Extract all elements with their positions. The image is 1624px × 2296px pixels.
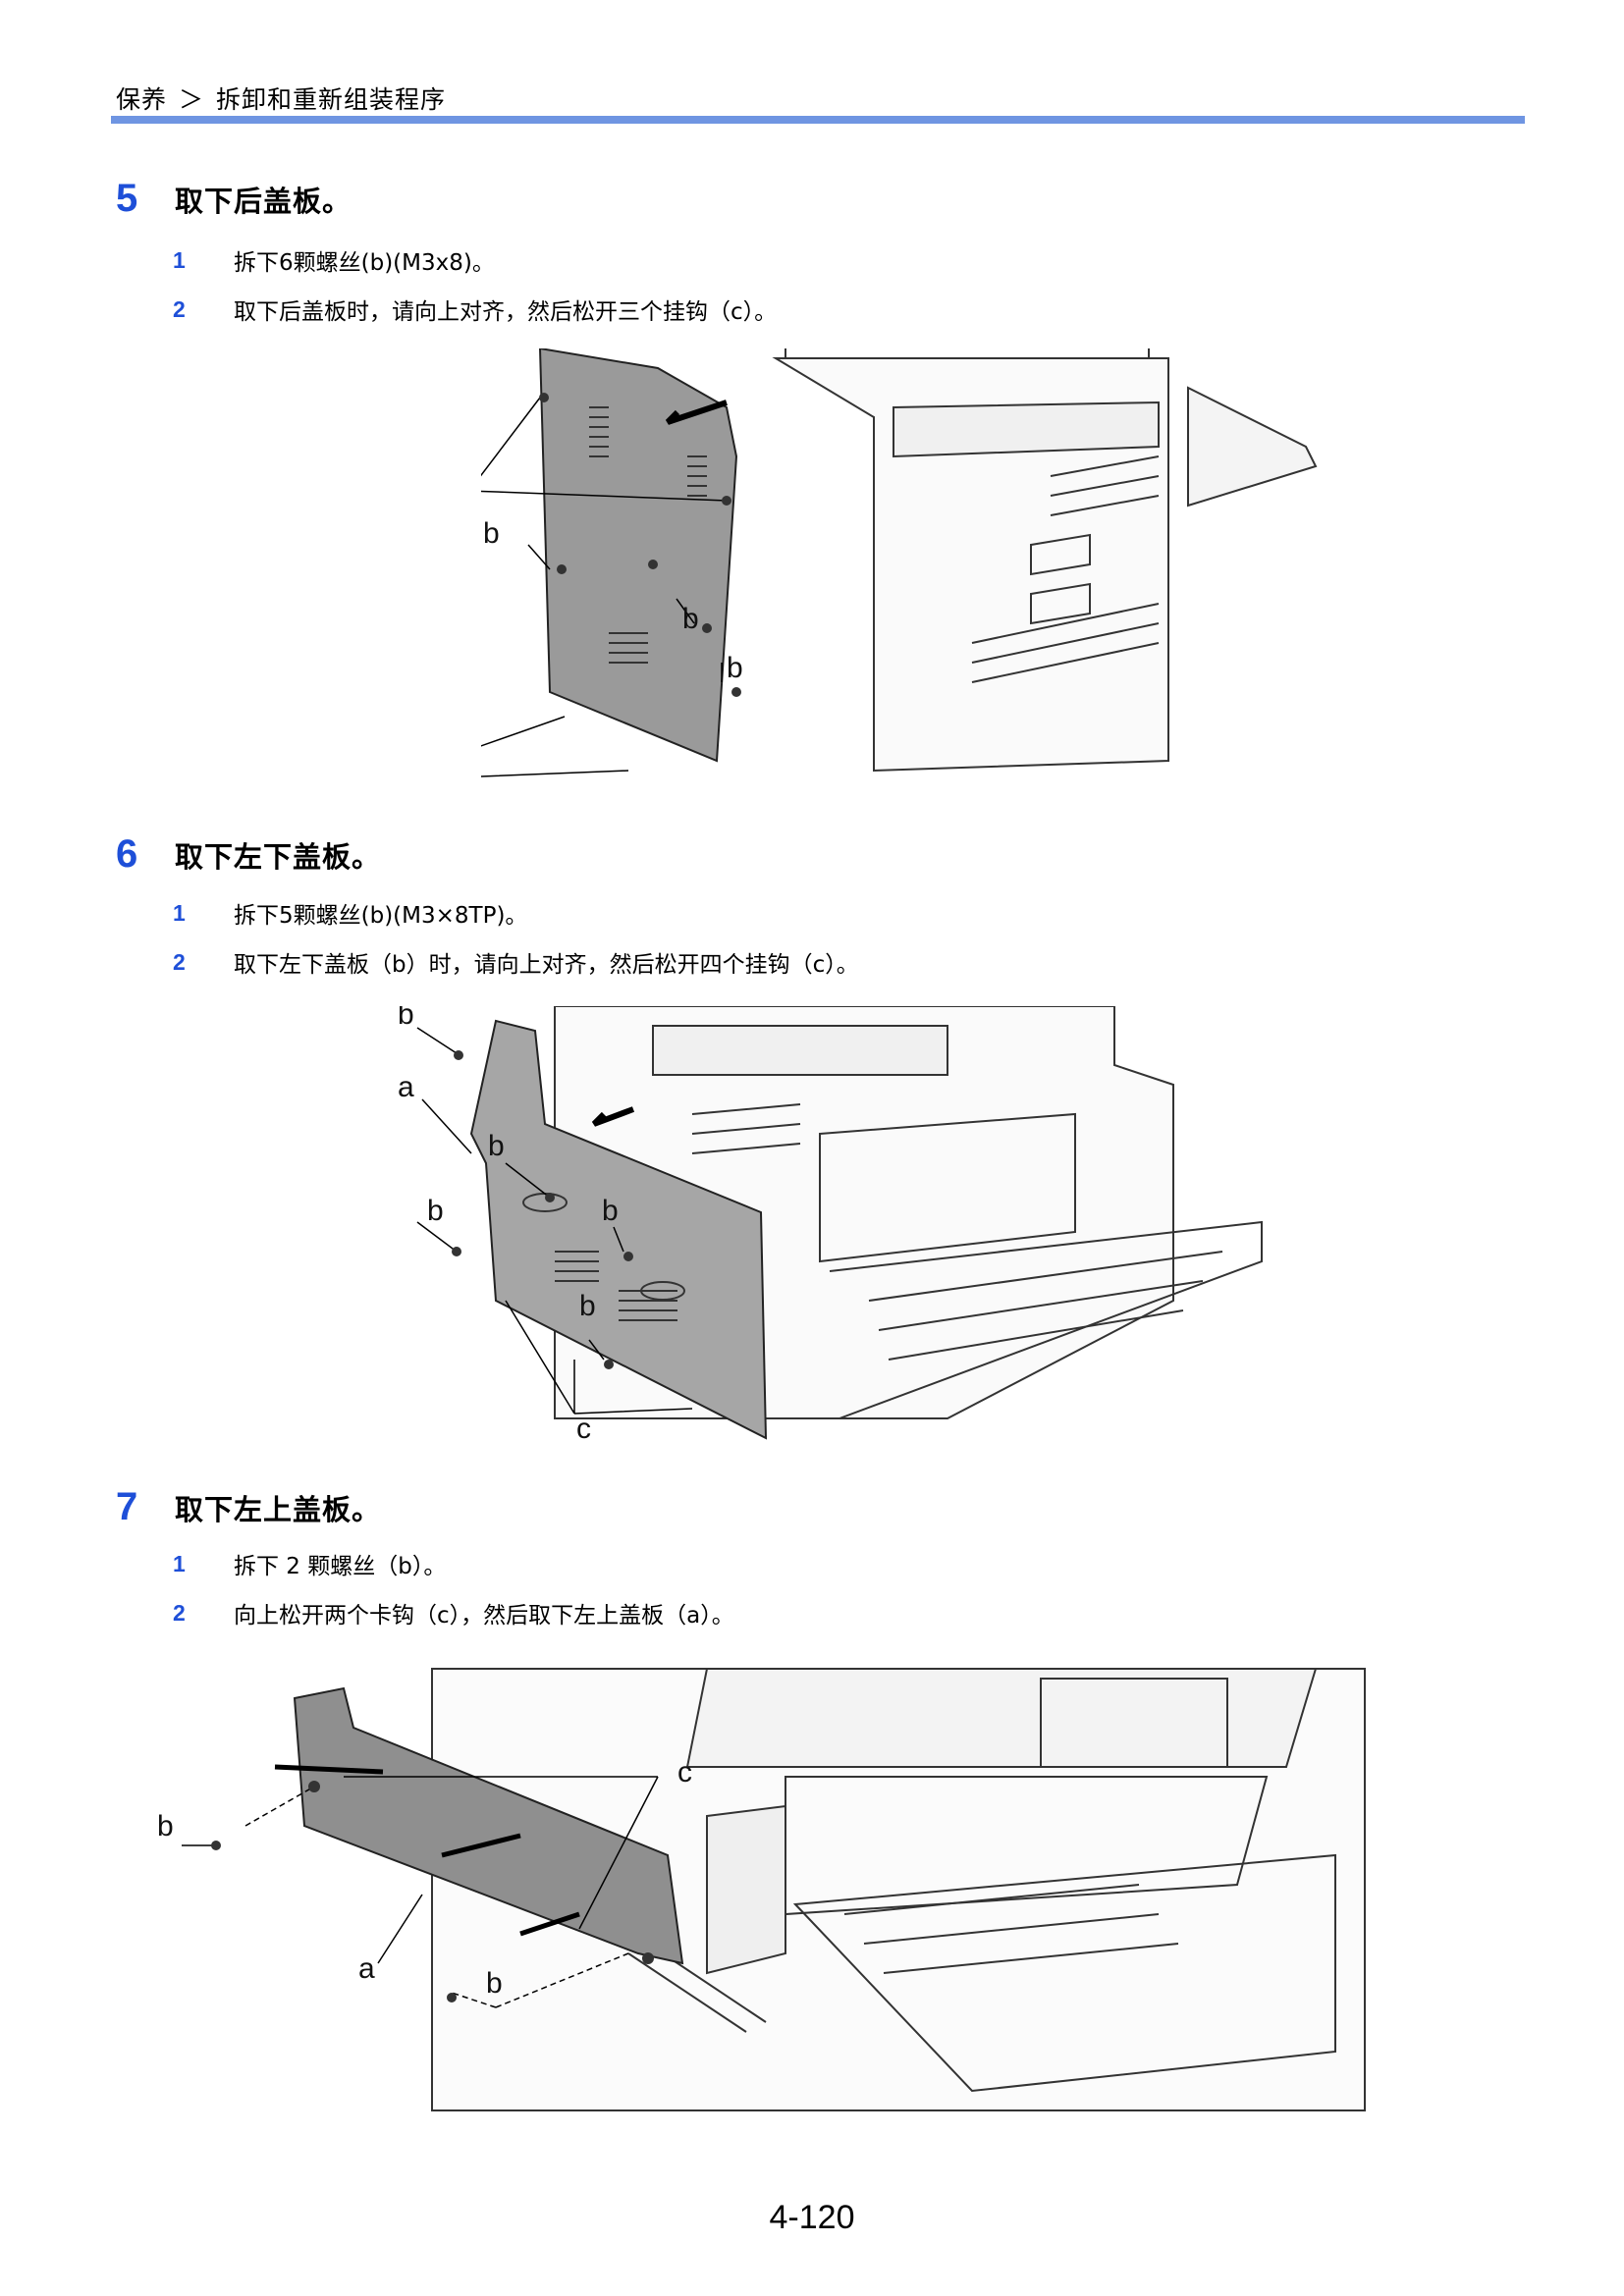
substep-number: 2 — [173, 948, 186, 975]
callout-b: b — [427, 1195, 444, 1227]
step-number: 6 — [116, 832, 138, 876]
breadcrumb-separator: ＞ — [179, 85, 205, 114]
callout-b: b — [579, 1290, 596, 1322]
header-accent-bar — [111, 116, 1525, 124]
substep-text: 取下左下盖板（b）时，请向上对齐，然后松开四个挂钩（c）。 — [234, 952, 859, 978]
step-6-substep-1: 1 拆下5颗螺丝(b)(M3×8TP)。 — [173, 896, 527, 930]
figure-upper-left-cover-removal: b c a b — [157, 1659, 1404, 2120]
step-title: 取下左下盖板。 — [175, 839, 382, 874]
step-7-substep-2: 2 向上松开两个卡钩（c），然后取下左上盖板（a）。 — [173, 1596, 734, 1629]
lower-left-cover-panel — [469, 1019, 768, 1440]
callout-c: c — [576, 1413, 591, 1445]
step-5-heading: 5 取下后盖板。 — [116, 177, 352, 221]
callout-b: b — [602, 1195, 619, 1227]
breadcrumb-item-maintenance[interactable]: 保养 — [116, 85, 168, 114]
callout-a: a — [398, 1071, 414, 1103]
figure-lower-left-cover-removal: b a b b b b c — [398, 1006, 1281, 1458]
page-number: 4-120 — [769, 2199, 855, 2236]
hook-release-arrow — [274, 1764, 384, 1775]
callout-b: b — [398, 1006, 414, 1031]
hook-release-arrow — [519, 1911, 580, 1937]
substep-number: 1 — [173, 899, 186, 926]
callout-b: b — [488, 1130, 505, 1162]
rear-cover-panel — [538, 348, 738, 763]
substep-text: 取下后盖板时，请向上对齐，然后松开三个挂钩（c）。 — [234, 299, 778, 325]
step-number: 7 — [116, 1485, 138, 1528]
step-title: 取下后盖板。 — [175, 184, 352, 218]
breadcrumb: 保养 ＞ 拆卸和重新组装程序 — [116, 80, 446, 116]
substep-number: 2 — [173, 295, 186, 322]
callout-c: c — [677, 1756, 692, 1789]
callout-b: b — [682, 603, 699, 635]
upper-left-cover-illustration: b c a b — [157, 1668, 1366, 2111]
rear-cover-illustration: b b b b b a c — [481, 348, 1318, 777]
step-5-substep-1: 1 拆下6颗螺丝(b)(M3x8)。 — [173, 243, 495, 277]
step-number: 5 — [116, 177, 138, 220]
callout-b: b — [483, 517, 500, 550]
step-7-substep-1: 1 拆下 2 颗螺丝（b）。 — [173, 1547, 446, 1580]
callout-b: b — [727, 652, 743, 684]
callout-b: b — [486, 1967, 503, 2000]
lower-left-cover-illustration: b a b b b b c — [398, 1006, 1263, 1445]
figure-rear-cover-removal: b b b b b a c — [481, 348, 1345, 800]
step-6-substep-2: 2 取下左下盖板（b）时，请向上对齐，然后松开四个挂钩（c）。 — [173, 945, 859, 979]
step-7-heading: 7 取下左上盖板。 — [116, 1485, 381, 1529]
step-title: 取下左上盖板。 — [175, 1492, 382, 1526]
step-5-substep-2: 2 取下后盖板时，请向上对齐，然后松开三个挂钩（c）。 — [173, 293, 777, 326]
removal-arrow — [591, 1106, 635, 1127]
callout-b: b — [157, 1810, 174, 1842]
substep-text: 向上松开两个卡钩（c），然后取下左上盖板（a）。 — [234, 1603, 734, 1629]
callout-a: a — [358, 1952, 375, 1985]
upper-left-cover-panel — [293, 1686, 684, 1965]
removal-arrow — [665, 400, 728, 425]
substep-number: 2 — [173, 1599, 186, 1626]
substep-text: 拆下6颗螺丝(b)(M3x8)。 — [234, 250, 495, 276]
substep-text: 拆下5颗螺丝(b)(M3×8TP)。 — [234, 903, 528, 929]
substep-text: 拆下 2 颗螺丝（b）。 — [234, 1554, 447, 1579]
substep-number: 1 — [173, 1550, 186, 1576]
removal-arrow — [441, 1833, 521, 1858]
substep-number: 1 — [173, 246, 186, 273]
step-6-heading: 6 取下左下盖板。 — [116, 832, 381, 877]
breadcrumb-item-disassembly[interactable]: 拆卸和重新组装程序 — [216, 85, 447, 114]
